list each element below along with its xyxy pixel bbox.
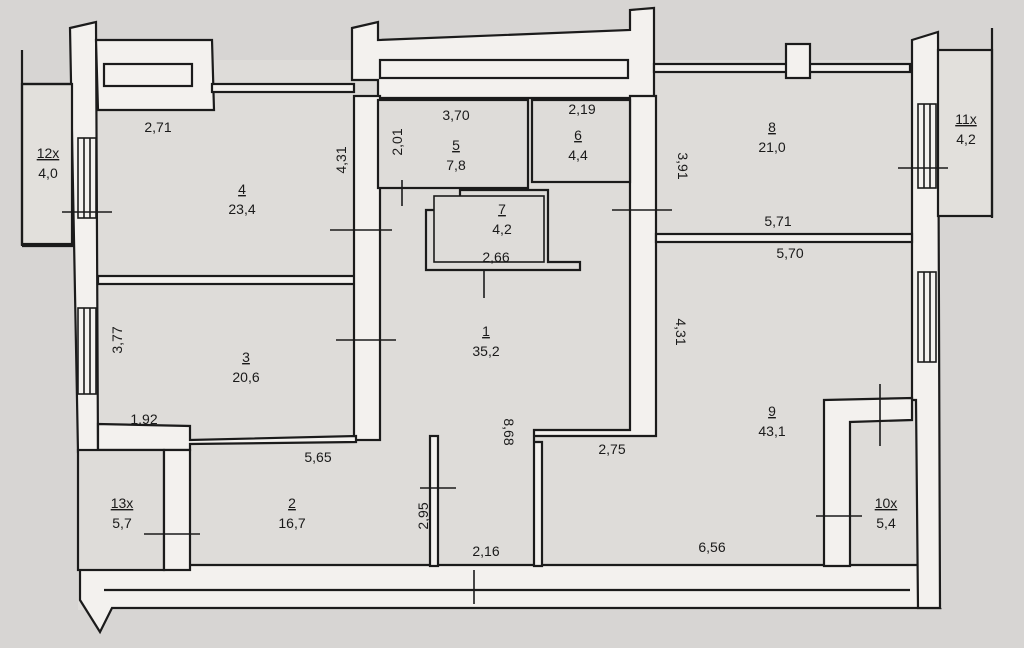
- window-right-1: [917, 103, 937, 189]
- top-wall-room8: [652, 62, 912, 74]
- bottom-outer-wall: [78, 563, 942, 635]
- room-4-area: 23,4: [228, 201, 255, 217]
- balcony-12x: [20, 82, 74, 246]
- room-4-number: 4: [238, 181, 246, 197]
- top-wall-room4: [210, 82, 356, 94]
- window-right-2: [917, 271, 937, 363]
- central-top-wall: [350, 6, 656, 100]
- room-labels: 1 35,2 2 16,7 3 20,6 4 23,4 5 7,8 6 4,4 …: [37, 111, 977, 531]
- window-left-1: [77, 137, 97, 219]
- room-8-number: 8: [768, 119, 776, 135]
- dim-5-70: 5,70: [776, 245, 803, 261]
- room-12x-area: 4,0: [38, 165, 58, 181]
- room-9-number: 9: [768, 403, 776, 419]
- room-10x-walls: [822, 396, 914, 568]
- balcony-11x: [936, 48, 994, 218]
- room-6-number: 6: [574, 127, 582, 143]
- dim-2-01: 2,01: [389, 128, 405, 155]
- dimension-labels: 2,71 4,31 3,70 2,01 2,19 3,91 5,71 5,70 …: [109, 101, 804, 559]
- wall-8-9: [654, 232, 914, 244]
- room-5-area: 7,8: [446, 157, 466, 173]
- room-11x-area: 4,2: [956, 131, 976, 147]
- room-1-number: 1: [482, 323, 490, 339]
- room-7-area: 4,2: [492, 221, 512, 237]
- dim-3-70: 3,70: [442, 107, 469, 123]
- room-10x-number: 10x: [875, 495, 898, 511]
- room-5-walls: [376, 98, 530, 190]
- dim-2-19: 2,19: [568, 101, 595, 117]
- room-5-number: 5: [452, 137, 460, 153]
- window-left-2: [77, 307, 97, 395]
- dim-6-56: 6,56: [698, 539, 725, 555]
- room-2-area: 16,7: [278, 515, 305, 531]
- room-3-area: 20,6: [232, 369, 259, 385]
- wall-corridor-left: [352, 94, 382, 442]
- room-7-number: 7: [498, 201, 506, 217]
- door-ticks: [62, 167, 948, 604]
- dim-4-31-right: 4,31: [673, 318, 689, 345]
- room-10x-area: 5,4: [876, 515, 896, 531]
- room-11x-number: 11x: [955, 111, 977, 127]
- room-6-walls: [530, 98, 632, 184]
- room-8-area: 21,0: [758, 139, 785, 155]
- dim-2-71: 2,71: [144, 119, 171, 135]
- room-2-number: 2: [288, 495, 296, 511]
- room-6-area: 4,4: [568, 147, 588, 163]
- dim-8-68: 8,68: [501, 418, 517, 445]
- room-9-area: 43,1: [758, 423, 785, 439]
- room-12x-number: 12x: [37, 145, 60, 161]
- room-13x-number: 13x: [111, 495, 134, 511]
- room-13x-area: 5,7: [112, 515, 132, 531]
- dim-2-16: 2,16: [472, 543, 499, 559]
- wall-room2-right: [428, 434, 440, 568]
- dim-3-91: 3,91: [675, 152, 691, 179]
- dim-2-75: 2,75: [598, 441, 625, 457]
- room-1-area: 35,2: [472, 343, 499, 359]
- dim-5-65: 5,65: [304, 449, 331, 465]
- room-3-number: 3: [242, 349, 250, 365]
- dim-2-66: 2,66: [482, 249, 509, 265]
- dim-2-95: 2,95: [415, 502, 431, 529]
- dim-5-71: 5,71: [764, 213, 791, 229]
- dim-4-31-left: 4,31: [333, 146, 349, 173]
- dim-3-77: 3,77: [109, 326, 125, 353]
- wall-4-3: [96, 274, 358, 286]
- dim-1-92: 1,92: [130, 411, 157, 427]
